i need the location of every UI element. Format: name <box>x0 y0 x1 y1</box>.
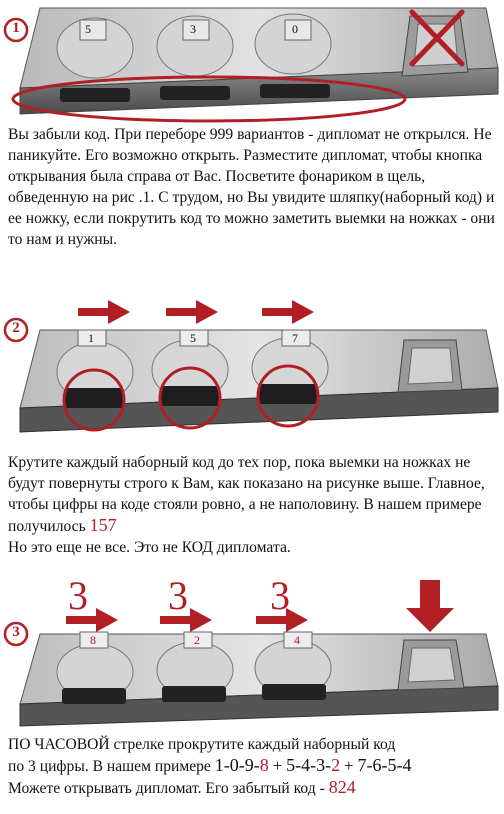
step2-result: 157 <box>89 515 117 535</box>
step1-text: Вы забыли код. При переборе 999 варианто… <box>8 126 495 248</box>
right-arrow-icon <box>66 608 308 632</box>
plus-sign: + <box>272 756 283 775</box>
sequence-2-end: 2 <box>331 755 341 775</box>
down-arrow-icon <box>406 580 454 632</box>
right-arrow-icon <box>78 300 314 324</box>
dial <box>56 13 332 79</box>
dial-digit: 1 <box>88 331 94 345</box>
plus-sign: + <box>344 756 354 775</box>
sequence-1: 1-0-9- <box>214 755 260 775</box>
dial-digit: 2 <box>194 633 200 647</box>
step2-number: 2 <box>12 320 20 336</box>
step3-number: 3 <box>12 624 20 640</box>
turn-count: 3 <box>168 573 188 618</box>
cross-icon <box>409 9 465 67</box>
notch-highlight <box>62 364 320 432</box>
dial-digit: 0 <box>292 22 298 36</box>
turn-count: 3 <box>68 573 88 618</box>
sequence-1-end: 8 <box>259 755 269 775</box>
step2-illustration: 2 1 5 7 <box>0 296 504 448</box>
turn-count: 3 <box>270 573 290 618</box>
step3-text-block: ПО ЧАСОВОЙ стрелке прокрутите каждый наб… <box>8 734 500 799</box>
dial-digit: 7 <box>292 331 298 345</box>
step3-text-line1: ПО ЧАСОВОЙ стрелке прокрутите каждый наб… <box>8 736 396 753</box>
dial-digit: 5 <box>85 22 91 36</box>
step2-text: Крутите каждый наборный код до тех пор, … <box>8 454 485 535</box>
step3-illustration: 3 3 3 3 8 2 4 <box>0 573 504 728</box>
step3-text-line2: по 3 цифры. В нашем примере <box>8 758 211 775</box>
dial-digit: 8 <box>90 633 96 647</box>
dial-digit: 3 <box>190 22 196 36</box>
sequence-2: 5-4-3- <box>286 755 332 775</box>
dial-digit: 4 <box>294 633 300 647</box>
final-code: 824 <box>328 777 356 797</box>
slot-highlight <box>11 75 407 123</box>
step2-text-block: Крутите каждый наборный код до тех пор, … <box>8 452 500 558</box>
step2-note: Но это еще не все. Это не КОД дипломата. <box>8 539 291 556</box>
step1-illustration: 1 5 3 0 <box>0 0 504 124</box>
final-text: Можете открывать дипломат. Его забытый к… <box>8 780 325 797</box>
sequence-3: 7-6-5-4 <box>357 755 412 775</box>
dial-digit: 5 <box>190 331 196 345</box>
step1-number: 1 <box>12 20 20 36</box>
